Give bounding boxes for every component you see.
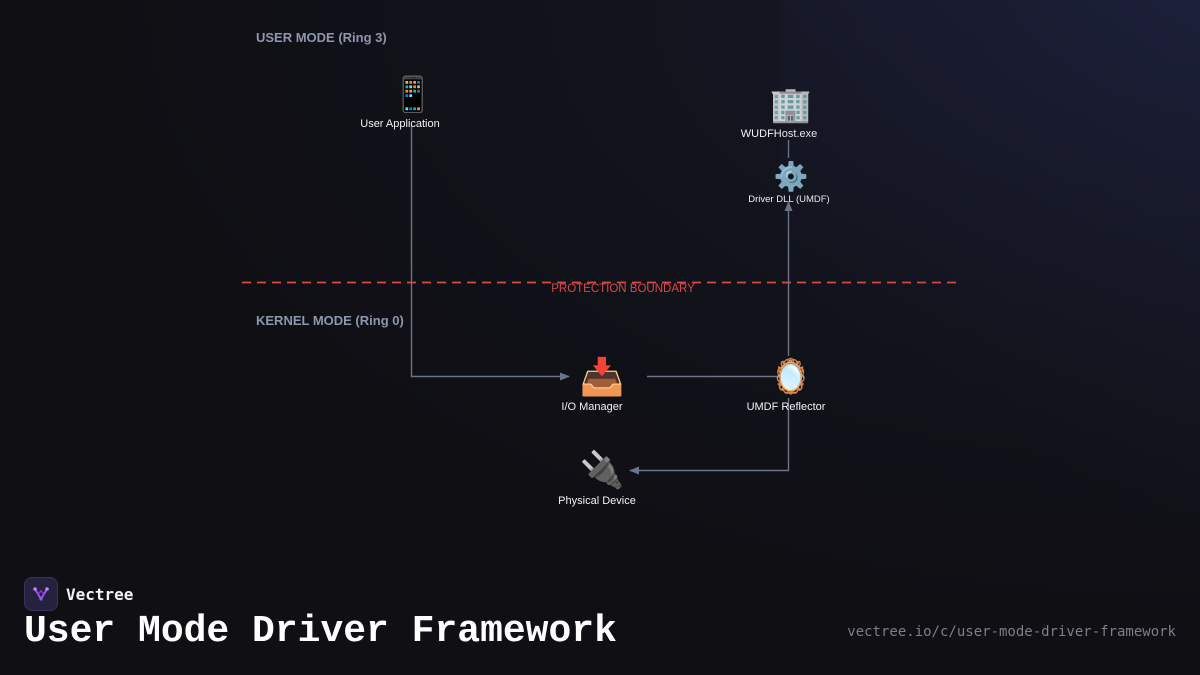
node-label: Driver DLL (UMDF) bbox=[748, 194, 829, 205]
node-label: I/O Manager bbox=[561, 401, 622, 413]
source-url[interactable]: vectree.io/c/user-mode-driver-framework bbox=[847, 624, 1176, 640]
mirror-icon: 🪞 bbox=[770, 357, 812, 397]
node-label: WUDFHost.exe bbox=[741, 128, 817, 140]
node-label: User Application bbox=[360, 118, 440, 130]
brand[interactable]: Vectree bbox=[24, 577, 133, 611]
vectree-logo-icon bbox=[24, 577, 58, 611]
protection-boundary-label: PROTECTION BOUNDARY bbox=[551, 283, 695, 295]
node-label: UMDF Reflector bbox=[747, 401, 826, 413]
mobile-phone-icon: 📱 bbox=[392, 75, 434, 115]
edge-reflector-to-physical-device bbox=[629, 398, 790, 475]
edge-user-app-to-io-manager bbox=[410, 126, 570, 381]
electric-plug-icon: 🔌 bbox=[580, 449, 625, 491]
node-user-application[interactable]: 📱 User Application bbox=[360, 75, 440, 130]
node-wudfhost[interactable]: 🏢 WUDFHost.exe bbox=[741, 85, 817, 140]
node-driver-dll[interactable]: ⚙️ Driver DLL (UMDF) bbox=[748, 160, 829, 205]
office-building-icon: 🏢 bbox=[770, 85, 812, 125]
user-mode-label: USER MODE (Ring 3) bbox=[256, 30, 387, 45]
page-title: User Mode Driver Framework bbox=[24, 610, 617, 653]
inbox-tray-icon: 📥 bbox=[580, 356, 625, 398]
node-label: Physical Device bbox=[558, 495, 636, 507]
node-io-manager[interactable]: 📥 I/O Manager bbox=[561, 356, 624, 413]
kernel-mode-label: KERNEL MODE (Ring 0) bbox=[256, 313, 404, 328]
node-umdf-reflector[interactable]: 🪞 UMDF Reflector bbox=[747, 357, 826, 413]
node-physical-device[interactable]: 🔌 Physical Device bbox=[558, 449, 636, 507]
brand-name: Vectree bbox=[66, 584, 134, 604]
gear-icon: ⚙️ bbox=[774, 160, 809, 193]
